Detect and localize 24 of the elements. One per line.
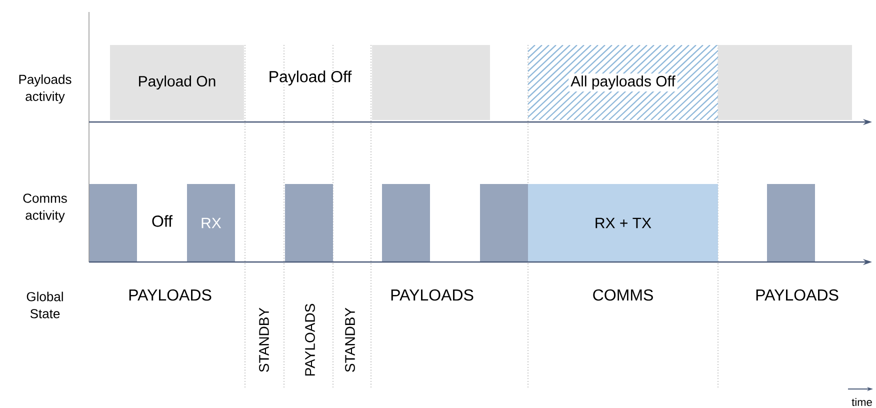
activity-bar: RX + TX [528,184,718,262]
state-label: Payload Off [270,70,352,86]
activity-bar [767,184,815,262]
state-label: COMMS [593,289,653,301]
state-label: Off [152,215,173,227]
state-label: PAYLOADS [756,289,838,301]
activity-block [718,45,852,120]
activity-block [372,45,490,120]
state-label: PAYLOADS [391,289,474,301]
state-label: STANDBY [345,308,355,372]
row-label: Global State [26,292,63,318]
state-label: STANDBY [259,308,269,372]
axis-label: time [852,398,872,406]
activity-bar [285,184,333,262]
activity-bar: RX [187,184,235,262]
activity-bar [382,184,430,262]
row-label: Comms activity [23,194,67,222]
node-label: All payloads Off [570,76,676,90]
state-label: PAYLOADS [305,304,315,376]
row-label: Payloads activity [19,74,72,104]
activity-block: Payload On [110,45,244,120]
activity-bar [89,184,137,262]
activity-bar [480,184,528,262]
state-label: PAYLOADS [129,289,212,301]
